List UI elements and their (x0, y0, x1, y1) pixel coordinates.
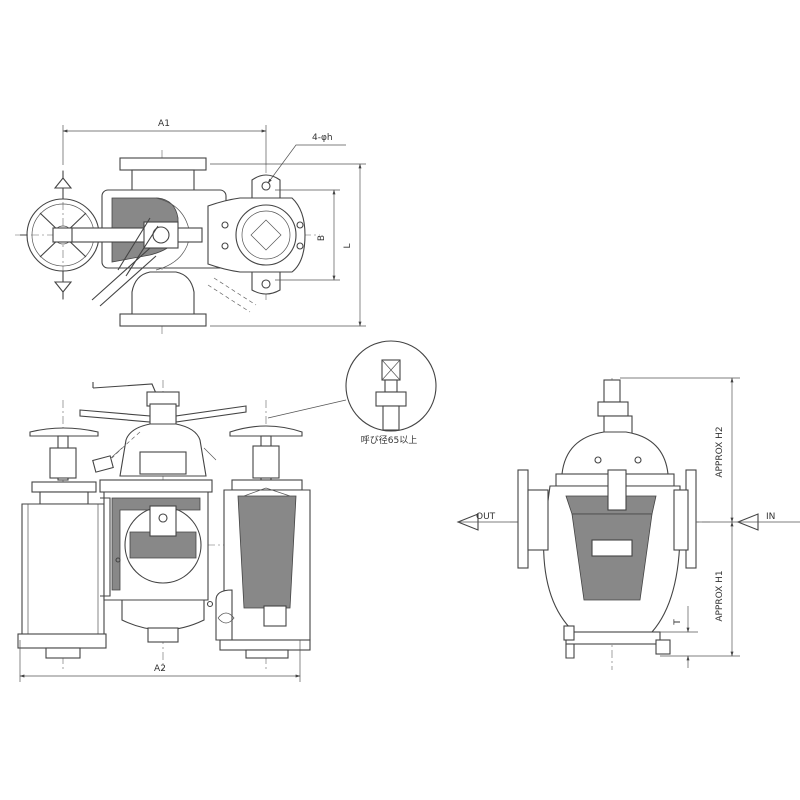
front-right-valve (215, 425, 311, 659)
label-a1: A1 (158, 119, 170, 129)
label-a2: A2 (154, 664, 166, 674)
label-h2: APPROX H2 (715, 426, 725, 477)
label-t: T (673, 619, 683, 626)
dim-b: B (275, 189, 340, 281)
label-in: IN (766, 512, 775, 522)
label-detail-note: 呼び径65以上 (361, 434, 417, 446)
detail-view: 呼び径65以上 (267, 340, 437, 446)
plan-view: A1 4-φh B L (15, 119, 366, 335)
dim-a1: A1 (62, 119, 267, 165)
in-indicator: IN (696, 512, 800, 531)
front-view: A2 (17, 380, 311, 682)
front-center-body (99, 479, 214, 643)
label-b: B (317, 235, 327, 241)
dim-l: L (210, 163, 366, 327)
plan-handwheel-left (20, 171, 100, 299)
leader-holes: 4-φh (267, 133, 346, 184)
dim-t: T (660, 606, 698, 668)
plan-cover-right (207, 174, 306, 295)
label-h1: APPROX H1 (715, 570, 725, 621)
dim-h: APPROX H2 APPROX H1 (620, 377, 740, 657)
out-indicator: OUT (456, 512, 518, 531)
label-out: OUT (476, 512, 496, 522)
front-left-valve (17, 427, 107, 659)
dim-a2: A2 (19, 640, 301, 682)
label-holes: 4-φh (312, 133, 333, 143)
label-l: L (343, 243, 353, 248)
side-view: OUT IN APPROX H2 APPROX H1 T (456, 377, 800, 670)
